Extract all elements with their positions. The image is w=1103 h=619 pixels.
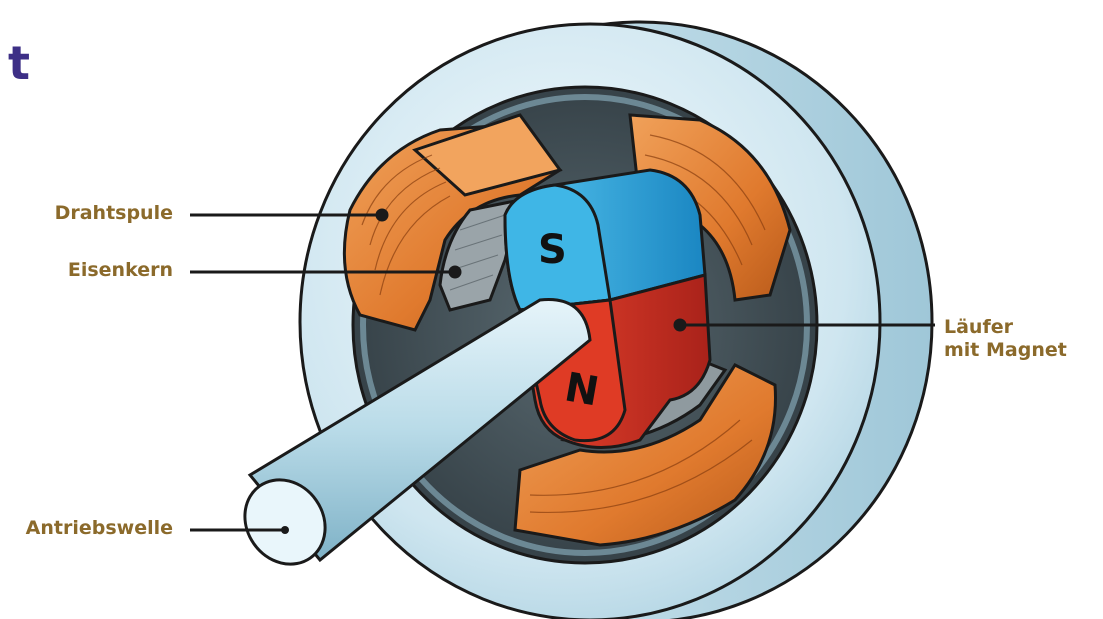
label-laeufer-line1: Läufer xyxy=(944,316,1067,339)
label-antriebswelle: Antriebswelle xyxy=(26,517,173,540)
pole-north-label: N xyxy=(562,367,602,412)
label-laeufer: Läufer mit Magnet xyxy=(944,316,1067,362)
label-drahtspule: Drahtspule xyxy=(55,202,173,225)
pole-south-label: S xyxy=(538,230,567,270)
label-laeufer-line2: mit Magnet xyxy=(944,339,1067,362)
label-eisenkern: Eisenkern xyxy=(68,259,173,282)
